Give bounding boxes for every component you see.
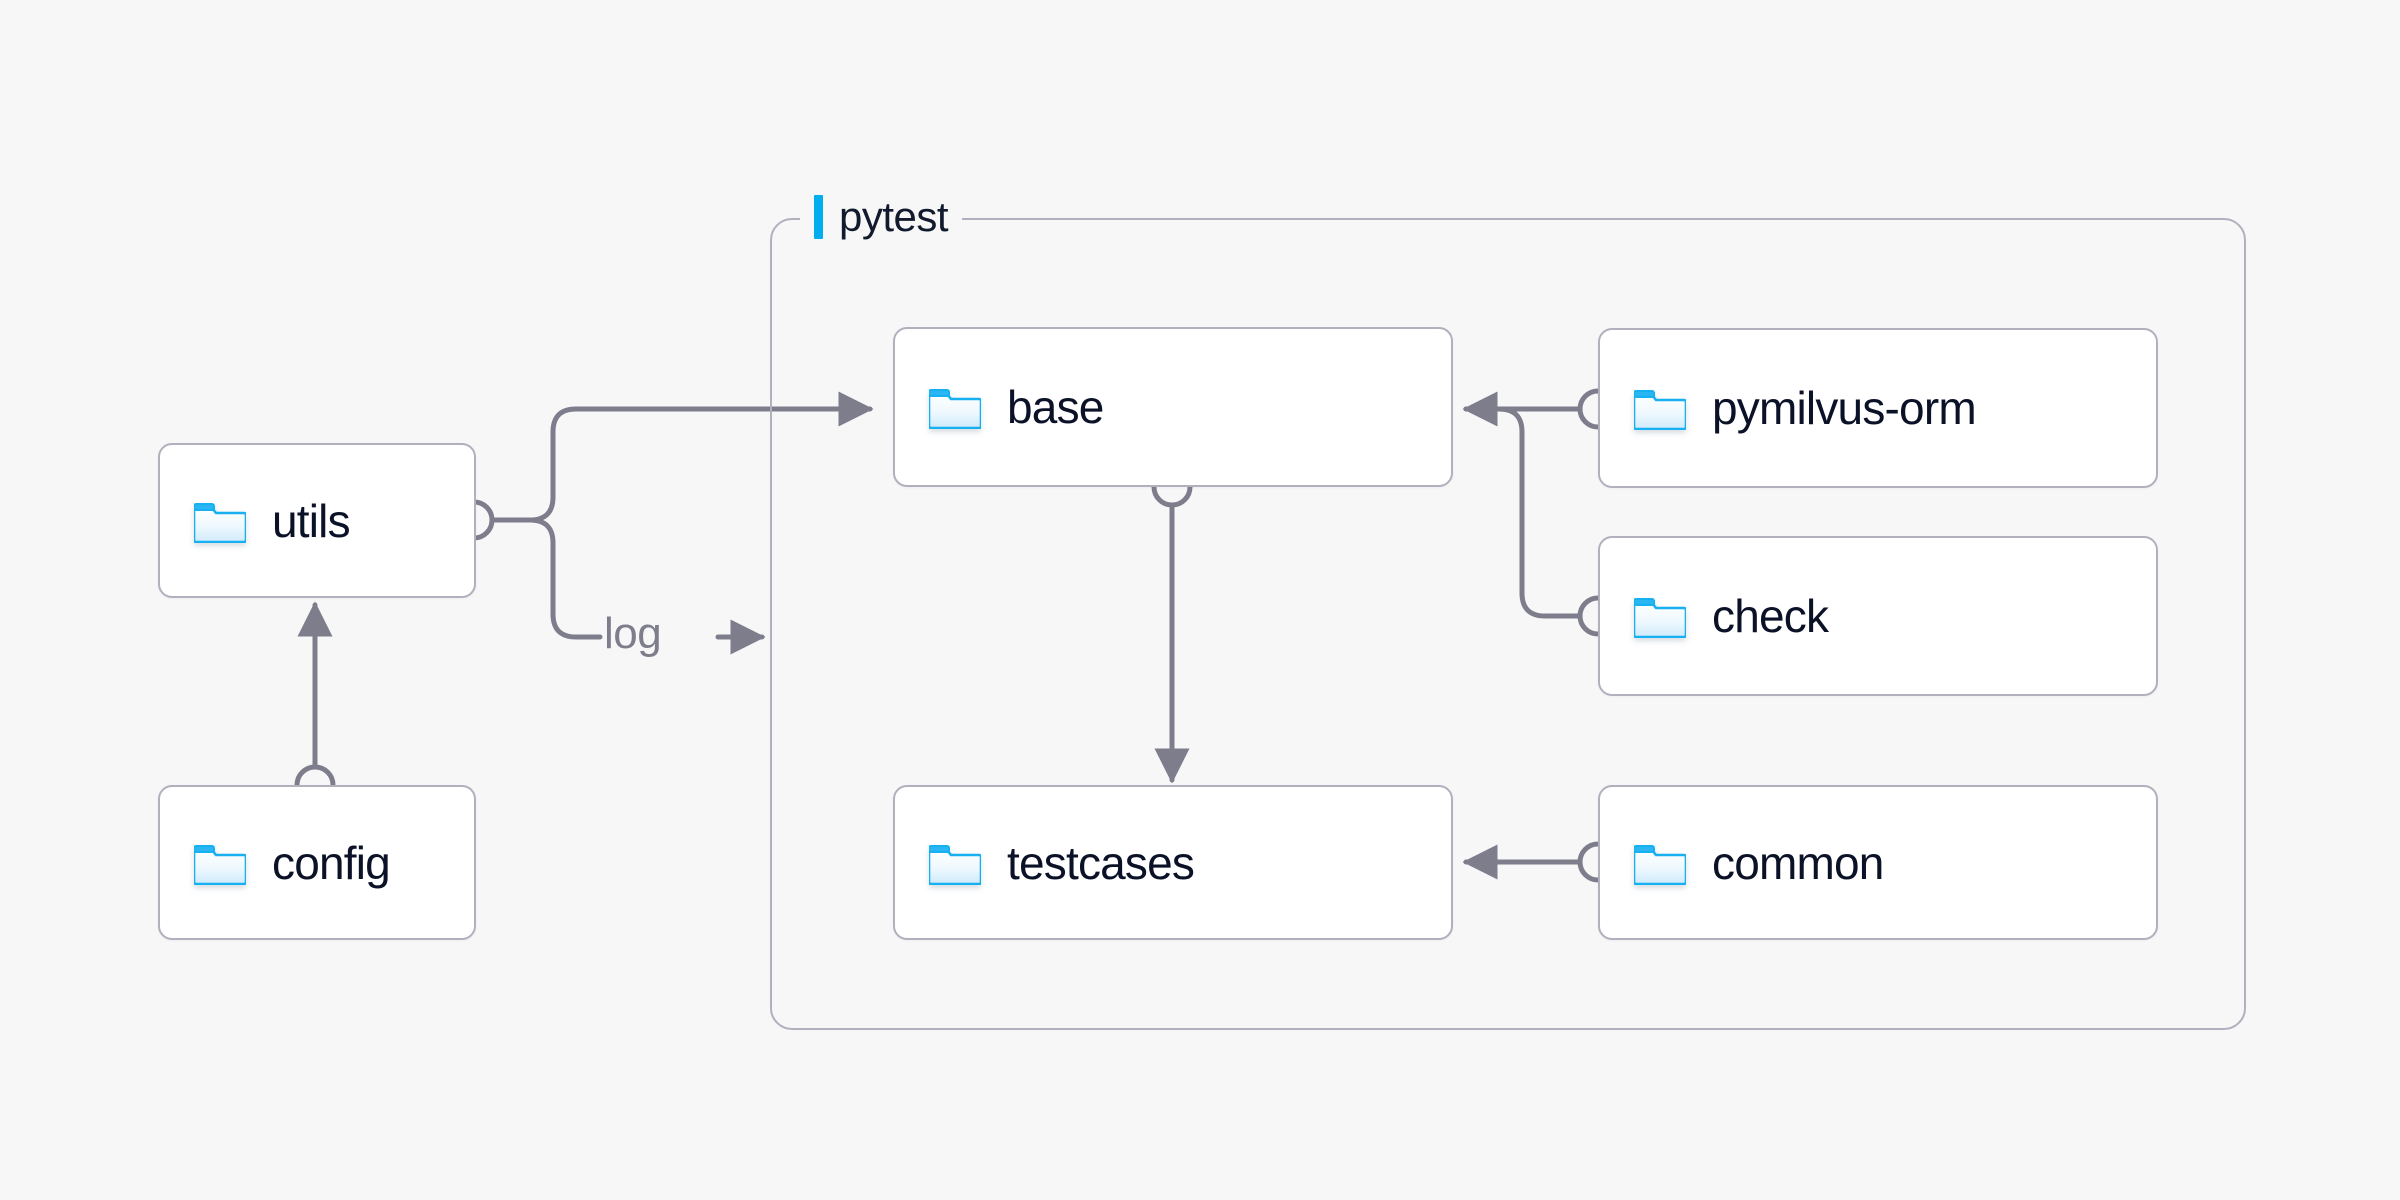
node-check[interactable]: check — [1598, 536, 2158, 696]
pytest-group-box — [770, 218, 2246, 1030]
node-label-testcases: testcases — [1007, 836, 1195, 889]
edge-utils-to-pytest-log — [527, 517, 603, 640]
folder-icon — [194, 844, 246, 885]
node-config[interactable]: config — [158, 785, 476, 940]
node-pymilvus-orm[interactable]: pymilvus-orm — [1598, 328, 2158, 488]
node-label-base: base — [1007, 381, 1104, 433]
folder-icon — [929, 389, 981, 429]
folder-icon — [194, 502, 246, 543]
group-label-text: pytest — [839, 193, 949, 240]
folder-icon — [1634, 390, 1686, 430]
pytest-group-label: pytest — [800, 190, 963, 244]
folder-icon — [1634, 598, 1686, 638]
node-label-pymilvus-orm: pymilvus-orm — [1712, 382, 1977, 434]
node-label-utils: utils — [272, 494, 351, 547]
edge-label-log: log — [604, 609, 662, 658]
node-label-check: check — [1712, 590, 1829, 642]
node-label-common: common — [1712, 836, 1884, 889]
node-utils[interactable]: utils — [158, 443, 476, 598]
node-common[interactable]: common — [1598, 785, 2158, 940]
node-base[interactable]: base — [893, 327, 1453, 487]
folder-icon — [929, 844, 981, 885]
group-accent-bar — [814, 195, 823, 239]
node-testcases[interactable]: testcases — [893, 785, 1453, 940]
folder-icon — [1634, 844, 1686, 885]
node-label-config: config — [272, 836, 391, 889]
